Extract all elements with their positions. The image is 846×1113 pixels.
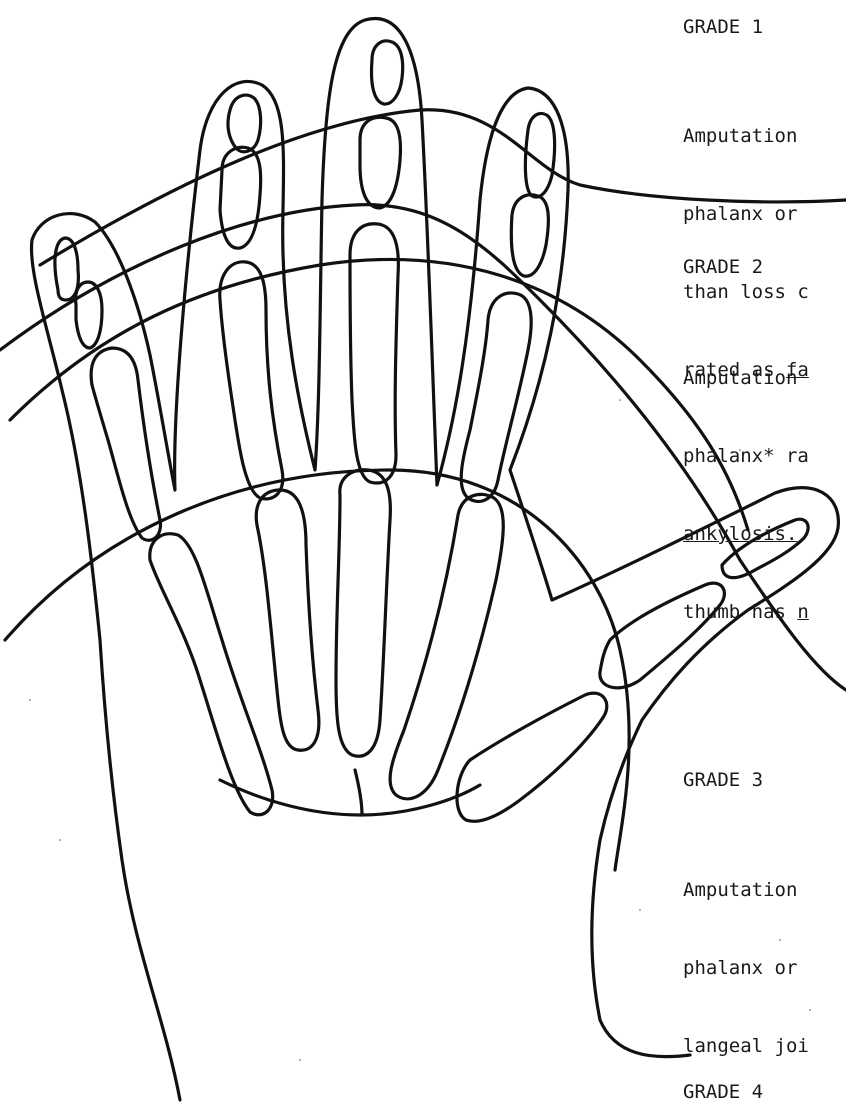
middle-proximal-phalanx [350, 224, 398, 483]
middle-distal-phalanx [372, 41, 403, 104]
index-proximal-phalanx [461, 293, 531, 501]
little-metacarpal [150, 534, 273, 815]
thumb-metacarpal [457, 693, 607, 821]
description-line: phalanx* ra [683, 443, 809, 469]
ring-middle-phalanx [220, 147, 261, 248]
middle-middle-phalanx [360, 117, 400, 208]
grade-3-heading: GRADE 3 [683, 767, 763, 793]
description-line: phalanx or [683, 955, 809, 981]
description-line: Amputation [683, 877, 809, 903]
grade-3-description: Amputation phalanx or langeal joi [683, 825, 809, 1111]
description-line: Amputation [683, 365, 809, 391]
description-line: thumb has n [683, 599, 809, 625]
ring-proximal-phalanx [220, 262, 283, 499]
little-proximal-phalanx [91, 348, 160, 540]
ring-metacarpal [256, 490, 319, 750]
wrist-stroke [355, 770, 362, 815]
description-line: phalanx or [683, 201, 809, 227]
description-line: Amputation [683, 123, 809, 149]
grade-4-heading: GRADE 4 [683, 1079, 763, 1105]
description-line: than loss c [683, 279, 809, 305]
ring-distal-phalanx [228, 95, 261, 152]
index-middle-phalanx [511, 195, 548, 276]
middle-metacarpal [336, 470, 390, 756]
description-line: langeal joi [683, 1033, 809, 1059]
grade-1-heading: GRADE 1 [683, 14, 763, 40]
grade-2-heading: GRADE 2 [683, 254, 763, 280]
carpal-arc [220, 780, 480, 815]
index-metacarpal [390, 494, 503, 798]
description-line: ankylosis. [683, 521, 809, 547]
grade-2-description: Amputation phalanx* ra ankylosis. thumb … [683, 313, 809, 677]
